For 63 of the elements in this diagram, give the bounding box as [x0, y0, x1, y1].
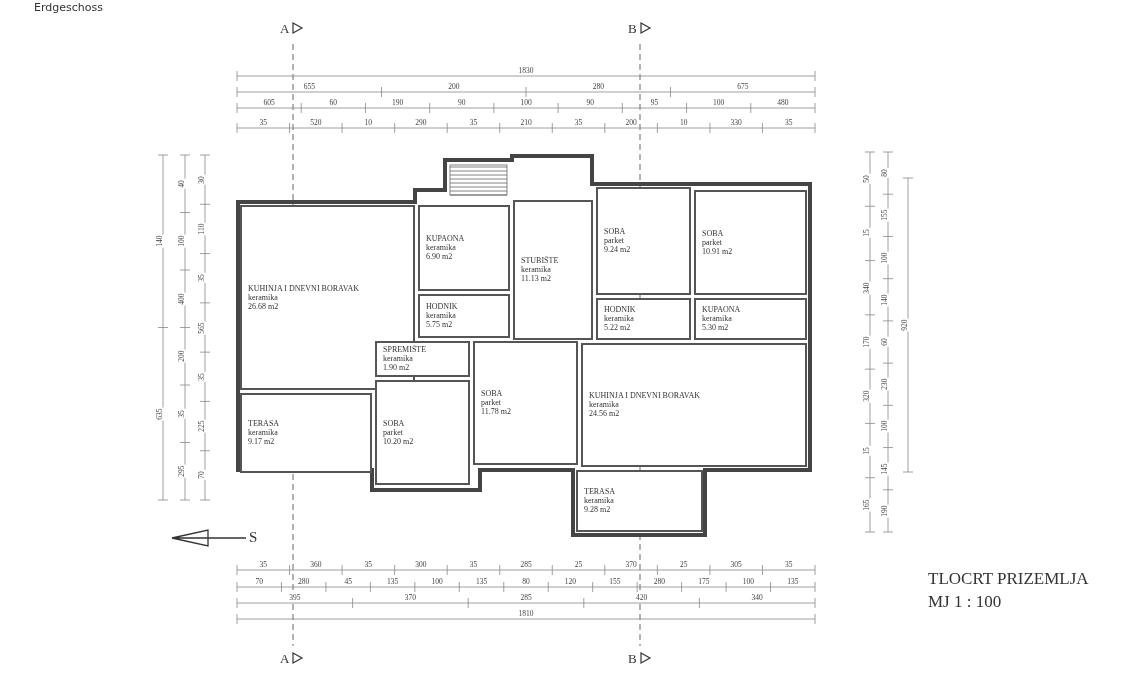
- floor-material: parket: [604, 236, 624, 246]
- room-area: 9.28 m2: [584, 505, 611, 515]
- direction-label: S: [249, 530, 258, 545]
- room-name: SOBA: [481, 389, 503, 399]
- room-name: STUBIŠTE: [521, 256, 559, 266]
- room-area: 11.13 m2: [521, 274, 551, 284]
- floor-material: parket: [383, 427, 403, 438]
- section-label: A: [280, 22, 290, 35]
- room-name: TERASA: [248, 419, 280, 429]
- room-area: 10.91 m2: [702, 247, 733, 257]
- room-name: HODNIK: [604, 305, 636, 315]
- room: [694, 190, 807, 295]
- floor-material: keramika: [589, 400, 619, 410]
- room-name: KUHINJA I DNEVNI BORAVAK: [589, 391, 701, 401]
- room: [375, 380, 470, 485]
- room: [240, 393, 372, 473]
- section-label: A: [280, 652, 290, 665]
- room-area: 9.24 m2: [604, 245, 631, 255]
- section-label: B: [628, 652, 637, 665]
- room: [596, 298, 691, 340]
- floor-material: keramika: [383, 354, 413, 364]
- room-area: 24.56 m2: [589, 409, 620, 419]
- floor-material: keramika: [426, 311, 456, 321]
- floor-material: keramika: [426, 243, 456, 253]
- room: [596, 187, 691, 295]
- room-name: SOBA: [383, 418, 405, 428]
- room-area: 9.17 m2: [248, 437, 275, 447]
- floor-material: keramika: [248, 428, 278, 438]
- room-name: HODNIK: [426, 302, 458, 312]
- room-area: 5.22 m2: [604, 323, 631, 333]
- room-name: KUPAONA: [702, 305, 741, 315]
- section-label: B: [628, 22, 637, 35]
- floor-material: parket: [481, 398, 501, 408]
- room: [694, 298, 807, 340]
- room-area: 5.30 m2: [702, 323, 729, 333]
- room-name: SOBA: [604, 227, 626, 237]
- page-caption: Erdgeschoss: [34, 2, 103, 13]
- room-area: 1.90 m2: [383, 363, 410, 373]
- floor-material: parket: [702, 237, 722, 248]
- room: [576, 470, 703, 532]
- floor-material: keramika: [248, 292, 278, 303]
- room: [418, 205, 510, 291]
- room-area: 5.75 m2: [426, 320, 453, 330]
- room-area: 10.20 m2: [383, 437, 414, 447]
- scale-note: MJ 1 : 100: [928, 593, 1002, 610]
- floor-material: keramika: [702, 314, 732, 324]
- room-name: KUPAONA: [426, 234, 465, 244]
- room: [581, 343, 807, 467]
- room-name: SPREMIŠTE: [383, 345, 427, 355]
- room-name: TERASA: [584, 487, 616, 497]
- room-name: SOBA: [702, 228, 724, 238]
- floor-material: keramika: [604, 314, 634, 324]
- floor-material: keramika: [521, 265, 551, 275]
- room: [375, 341, 470, 377]
- floor-material: keramika: [584, 496, 614, 506]
- room-area: 6.90 m2: [426, 252, 453, 262]
- room-name: KUHINJA I DNEVNI BORAVAK: [248, 283, 360, 293]
- room: [473, 341, 578, 465]
- room: [513, 200, 593, 340]
- room: [418, 294, 510, 338]
- drawing-title: TLOCRT PRIZEMLJA: [928, 570, 1089, 587]
- room-area: 11.78 m2: [481, 407, 511, 417]
- room-area: 26.68 m2: [248, 302, 279, 312]
